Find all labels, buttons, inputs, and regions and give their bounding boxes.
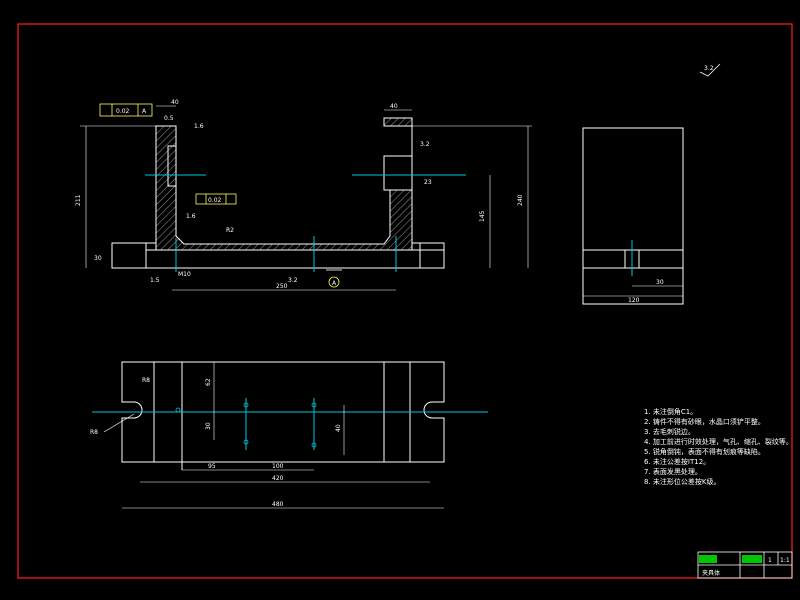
dim-ra2: 3.2 <box>288 277 298 284</box>
tol-perp-frame: 0.02 <box>195 193 237 205</box>
dim-right-top: 40 <box>390 103 398 110</box>
dim-inner-h: 145 <box>479 210 486 222</box>
title-block: 夹具体 1 1:1 <box>697 551 793 579</box>
top-dim-h2: 100 <box>272 463 284 470</box>
datum-symbol: A <box>326 269 342 288</box>
top-holes <box>175 402 317 448</box>
front-view-section <box>155 117 413 251</box>
base-foot-right <box>419 242 445 269</box>
drawing-frame <box>17 23 793 579</box>
title-block-cell-b: 1:1 <box>780 557 790 564</box>
dim-c1: 1.5 <box>150 277 160 284</box>
note-7: 7. 表面发黑处理。 <box>644 467 702 476</box>
base-foot-left <box>111 242 147 269</box>
title-block-label: 夹具体 <box>702 569 720 577</box>
dim-top-width: 40 <box>171 99 179 106</box>
note-6: 6. 未注公差按IT12。 <box>644 457 710 466</box>
side-view-body <box>582 127 684 305</box>
dim-r: R2 <box>226 227 234 234</box>
top-dim-h1: 95 <box>208 463 216 470</box>
dim-slot: 23 <box>424 179 432 186</box>
title-block-green-cell2 <box>742 555 762 563</box>
side-dim-slot: 30 <box>656 279 664 286</box>
top-dim-inner: 420 <box>272 475 284 482</box>
note-3: 3. 去毛刺锐边。 <box>644 427 695 436</box>
tol-flat-frame: 0.02 A <box>99 103 153 117</box>
top-dim-v1: 62 <box>205 378 212 386</box>
dim-ra1: 1.6 <box>186 213 196 220</box>
technical-notes: 1. 未注倒角C1。 2. 铸件不得有砂眼，水晶口须铲平整。 3. 去毛刺锐边。… <box>644 407 793 486</box>
top-view-outline <box>121 361 445 463</box>
tol-flat-datum: A <box>142 108 147 115</box>
note-1: 1. 未注倒角C1。 <box>644 407 697 416</box>
tol-flat-value: 0.02 <box>116 108 130 115</box>
roughness-symbol-label: 3.2 <box>704 65 714 72</box>
left-wall-notch <box>167 145 177 187</box>
dim-d1: 0.5 <box>164 115 174 122</box>
title-block-green-cell <box>699 555 717 563</box>
side-view: 120 30 <box>582 127 684 305</box>
note-4: 4. 加工前进行时效处理，气孔、缩孔、裂纹等。 <box>644 437 793 446</box>
dim-base-len: 250 <box>276 283 288 290</box>
dim-m: M10 <box>178 271 191 278</box>
note-2: 2. 铸件不得有砂眼，水晶口须铲平整。 <box>644 417 765 426</box>
note-8: 8. 未注形位公差按K级。 <box>644 477 721 486</box>
dim-height-left: 211 <box>75 194 82 206</box>
front-view: 211 240 145 250 40 40 0.5 1.6 23 3.2 30 … <box>75 99 532 291</box>
top-dim-r2-leader <box>103 413 135 433</box>
note-5: 5. 锐角倒钝，表面不得有划痕等缺陷。 <box>644 447 765 456</box>
roughness-symbol: 3.2 <box>699 63 721 77</box>
right-wall-pocket <box>383 155 413 191</box>
side-dim-width: 120 <box>628 297 640 304</box>
top-dim-v3: 40 <box>335 424 342 432</box>
title-block-cell-a: 1 <box>768 557 772 564</box>
top-dim-v2: 30 <box>205 422 212 430</box>
top-dim-total: 480 <box>272 501 284 508</box>
top-dim-r1: R8 <box>142 377 150 384</box>
dim-bottom-thk: 30 <box>94 255 102 262</box>
dim-height-right: 240 <box>517 194 524 206</box>
top-dim-r2: R8 <box>90 429 98 436</box>
dim-angle: 3.2 <box>420 141 430 148</box>
top-view: R8 R8 62 30 40 95 100 420 480 <box>90 361 488 509</box>
tol-perp-value: 0.02 <box>208 197 222 204</box>
dim-d2: 1.6 <box>194 123 204 130</box>
datum-label: A <box>332 280 337 287</box>
